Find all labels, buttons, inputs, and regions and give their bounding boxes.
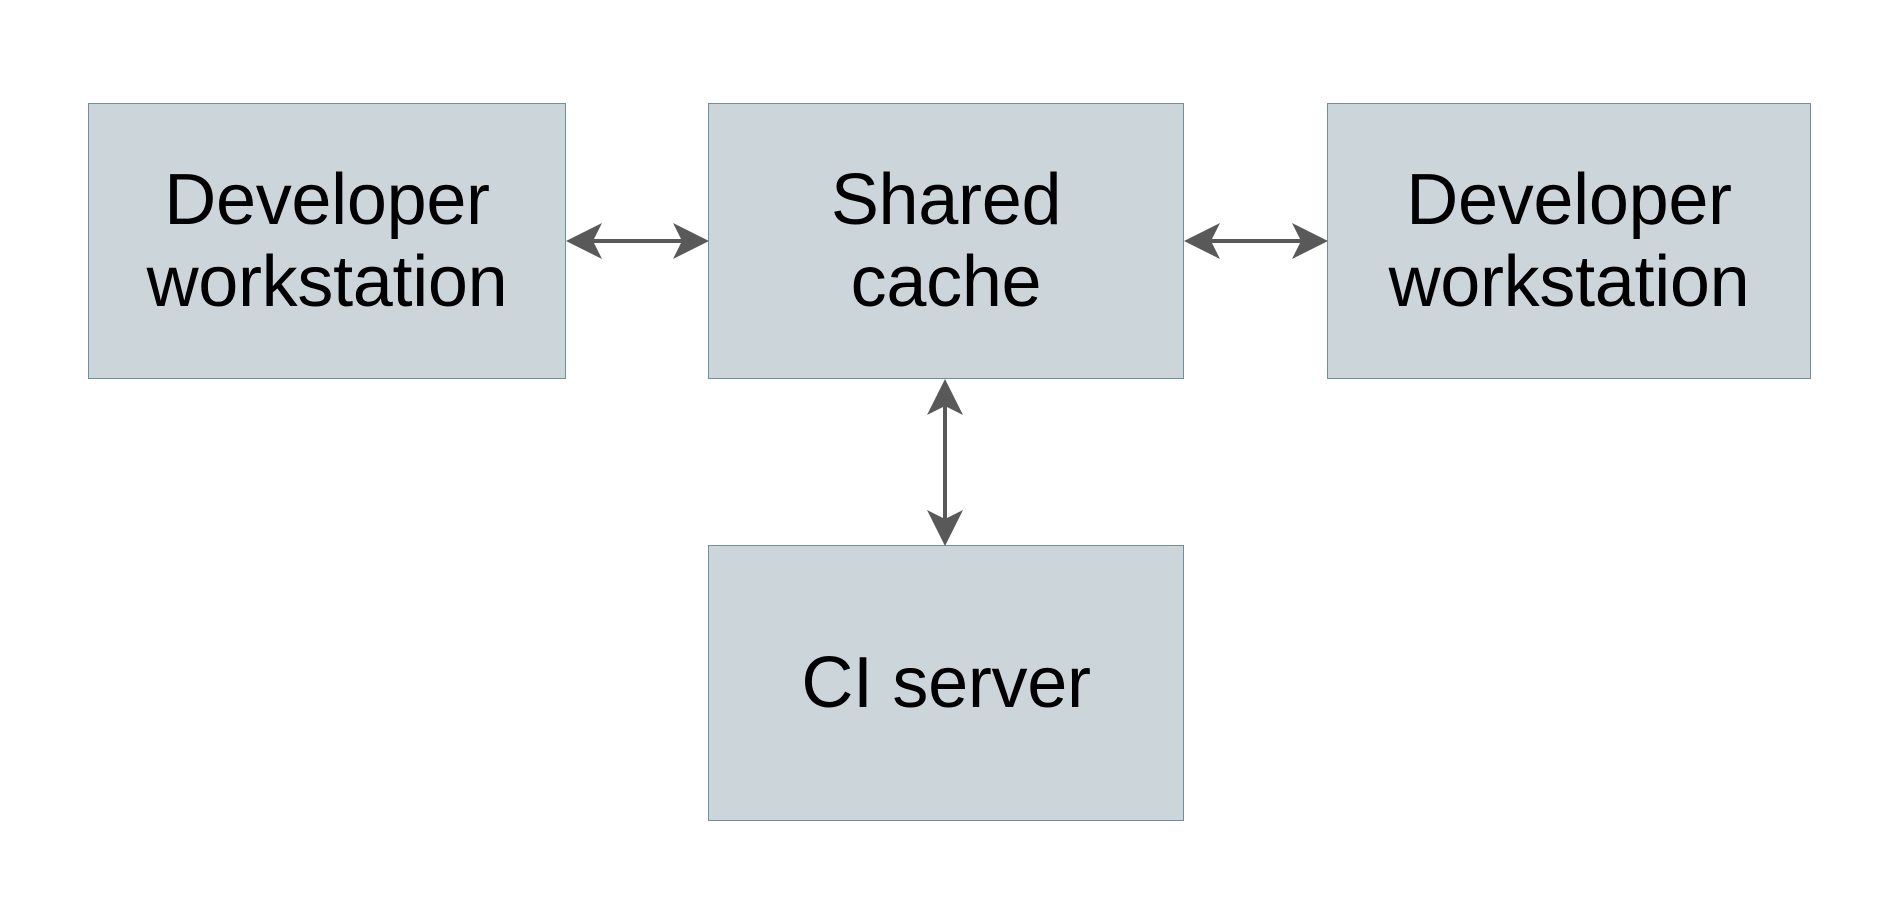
- node-label: CI server: [801, 642, 1091, 723]
- node-developer-workstation-right[interactable]: Developer workstation: [1327, 103, 1811, 379]
- double-arrow-icon: [927, 379, 963, 546]
- node-label: Developer workstation: [1388, 159, 1750, 322]
- node-developer-workstation-left[interactable]: Developer workstation: [88, 103, 566, 379]
- node-label: Shared cache: [830, 159, 1062, 322]
- double-arrow-icon: [1184, 223, 1328, 259]
- edge-shared-cache-to-ci-server[interactable]: [917, 379, 973, 546]
- node-ci-server[interactable]: CI server: [708, 545, 1184, 821]
- edge-shared-cache-to-dev-right[interactable]: [1184, 213, 1328, 269]
- node-shared-cache[interactable]: Shared cache: [708, 103, 1184, 379]
- double-arrow-icon: [566, 223, 709, 259]
- node-label: Developer workstation: [146, 159, 508, 322]
- edge-dev-left-to-shared-cache[interactable]: [566, 213, 709, 269]
